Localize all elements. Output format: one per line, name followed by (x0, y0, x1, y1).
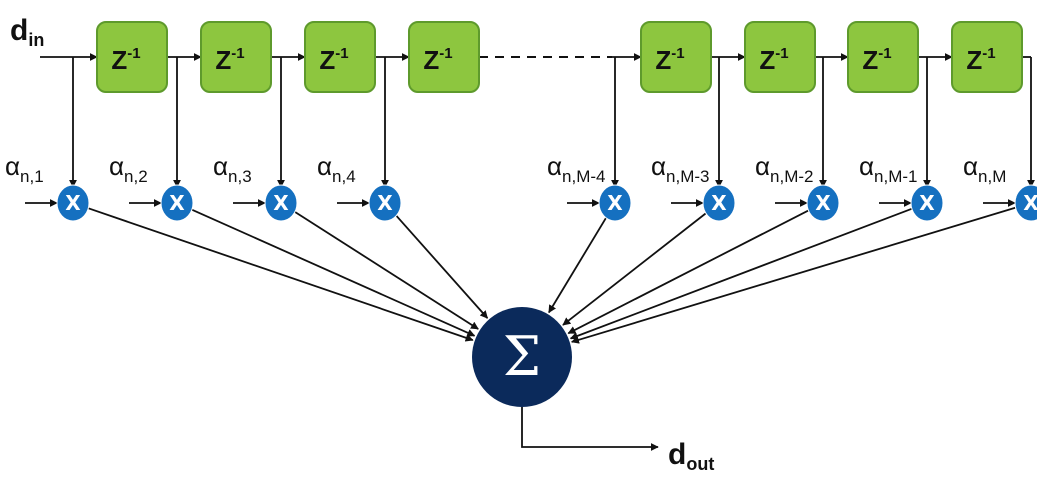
summation-symbol: Σ (503, 325, 541, 388)
multiplier-circle (910, 184, 944, 222)
product-arrow (567, 209, 810, 335)
multiplier-node: X (806, 184, 840, 222)
summation-node: Σ (472, 307, 572, 407)
coefficient-labels: αn,1 αn,2 αn,3 αn,4 αn,M-4 αn,M-3 αn,M-2 αn,M-1… (5, 151, 1006, 186)
output-arrow (521, 407, 659, 451)
delay-label: Z-1 (966, 45, 995, 75)
multiplier-node: X (910, 184, 944, 222)
delay-box (304, 21, 376, 93)
multiplier-symbol: X (919, 191, 935, 215)
coefficient-label: αn,1 (5, 151, 44, 186)
delay-box (744, 21, 816, 93)
delay-block: Z-1 (847, 21, 919, 93)
coefficient-label: αn,M-3 (651, 151, 710, 186)
delay-block: Z-1 (200, 21, 272, 93)
multiplier-node: X (160, 184, 194, 222)
product-arrow (571, 206, 1016, 344)
multiplier-node: X (56, 184, 90, 222)
delay-block: Z-1 (640, 21, 712, 93)
product-arrow (394, 214, 489, 319)
delay-block: Z-1 (304, 21, 376, 93)
multiplier-node: X (1014, 184, 1037, 222)
multiplier-circle (56, 184, 90, 222)
delay-box (408, 21, 480, 93)
multiplier-circle (1014, 184, 1037, 222)
delay-label: Z-1 (655, 45, 684, 75)
delay-block: Z-1 (744, 21, 816, 93)
delay-box (96, 21, 168, 93)
product-arrow (569, 207, 913, 340)
delay-box (200, 21, 272, 93)
multiplier-circle (598, 184, 632, 222)
delay-box (640, 21, 712, 93)
product-arrow (562, 212, 707, 326)
multiplier-node: X (368, 184, 402, 222)
multiplier-symbol: X (273, 191, 289, 215)
multiplier-circle (368, 184, 402, 222)
delay-block: Z-1 (96, 21, 168, 93)
delay-label: Z-1 (319, 45, 348, 75)
delay-label: Z-1 (759, 45, 788, 75)
summation-circle (472, 307, 572, 407)
delay-label: Z-1 (215, 45, 244, 75)
delay-box (847, 21, 919, 93)
multiplier-circle (160, 184, 194, 222)
delay-label: Z-1 (423, 45, 452, 75)
product-arrow (87, 207, 474, 342)
multiplier-symbol: X (169, 191, 185, 215)
multiplier-circle (806, 184, 840, 222)
multiplier-symbol: X (65, 191, 81, 215)
multiplier-symbol: X (607, 191, 623, 215)
product-arrow (548, 216, 608, 314)
coefficient-label: αn,3 (213, 151, 252, 186)
product-arrow (293, 210, 479, 330)
coefficient-label: αn,M-4 (547, 151, 606, 186)
coefficient-label: αn,2 (109, 151, 148, 186)
coefficient-label: αn,4 (317, 151, 356, 186)
delay-label: Z-1 (862, 45, 891, 75)
output-label: dout (668, 438, 714, 474)
signal-wires (25, 53, 1035, 451)
multiplier-circle (702, 184, 736, 222)
coefficient-label: αn,M-2 (755, 151, 814, 186)
multiplier-node: X (702, 184, 736, 222)
input-label: din (10, 14, 44, 50)
delay-block: Z-1 (951, 21, 1023, 93)
multiplier-node: X (264, 184, 298, 222)
delay-label: Z-1 (111, 45, 140, 75)
multiplier-symbol: X (815, 191, 831, 215)
coefficient-label: αn,M (963, 151, 1006, 186)
delay-box (951, 21, 1023, 93)
multiplier-node: X (598, 184, 632, 222)
multiplier-symbol: X (1023, 191, 1037, 215)
multiplier-symbol: X (711, 191, 727, 215)
delay-block: Z-1 (408, 21, 480, 93)
delay-chain: Z-1 Z-1 Z-1 Z-1 Z-1 Z-1 Z-1 Z-1 (96, 21, 1023, 93)
coefficient-label: αn,M-1 (859, 151, 918, 186)
multiplier-circle (264, 184, 298, 222)
multiplier-symbol: X (377, 191, 393, 215)
product-arrow (191, 208, 476, 337)
